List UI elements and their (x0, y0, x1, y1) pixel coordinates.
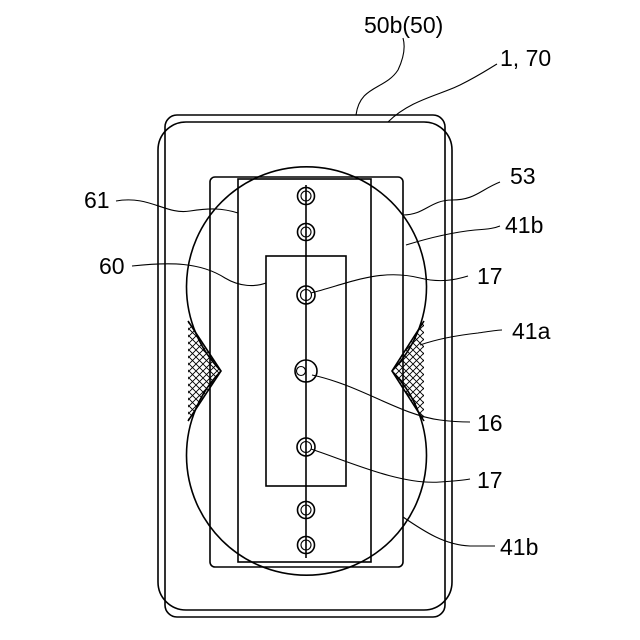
label-50b: 50b(50) (364, 12, 443, 38)
leader-1-70 (388, 64, 497, 122)
label-41b-upper: 41b (505, 212, 543, 238)
label-17-upper: 17 (477, 263, 503, 289)
label-41a: 41a (512, 318, 551, 344)
leader-50b (356, 38, 404, 115)
hatch-41a-left (188, 321, 221, 421)
leader-41b-upper (406, 226, 500, 245)
leader-41a (420, 330, 502, 345)
leader-60 (132, 264, 266, 286)
label-61: 61 (84, 187, 110, 213)
label-41b-lower: 41b (500, 534, 538, 560)
hatch-41a-right (392, 321, 424, 421)
leader-41b-lower (403, 517, 495, 546)
label-16: 16 (477, 410, 503, 436)
label-1-70: 1, 70 (500, 45, 551, 71)
leader-17-lower (311, 449, 470, 482)
leader-61 (116, 200, 238, 213)
label-17-lower: 17 (477, 467, 503, 493)
label-53: 53 (510, 163, 536, 189)
label-60: 60 (99, 253, 125, 279)
leader-16 (312, 375, 470, 422)
